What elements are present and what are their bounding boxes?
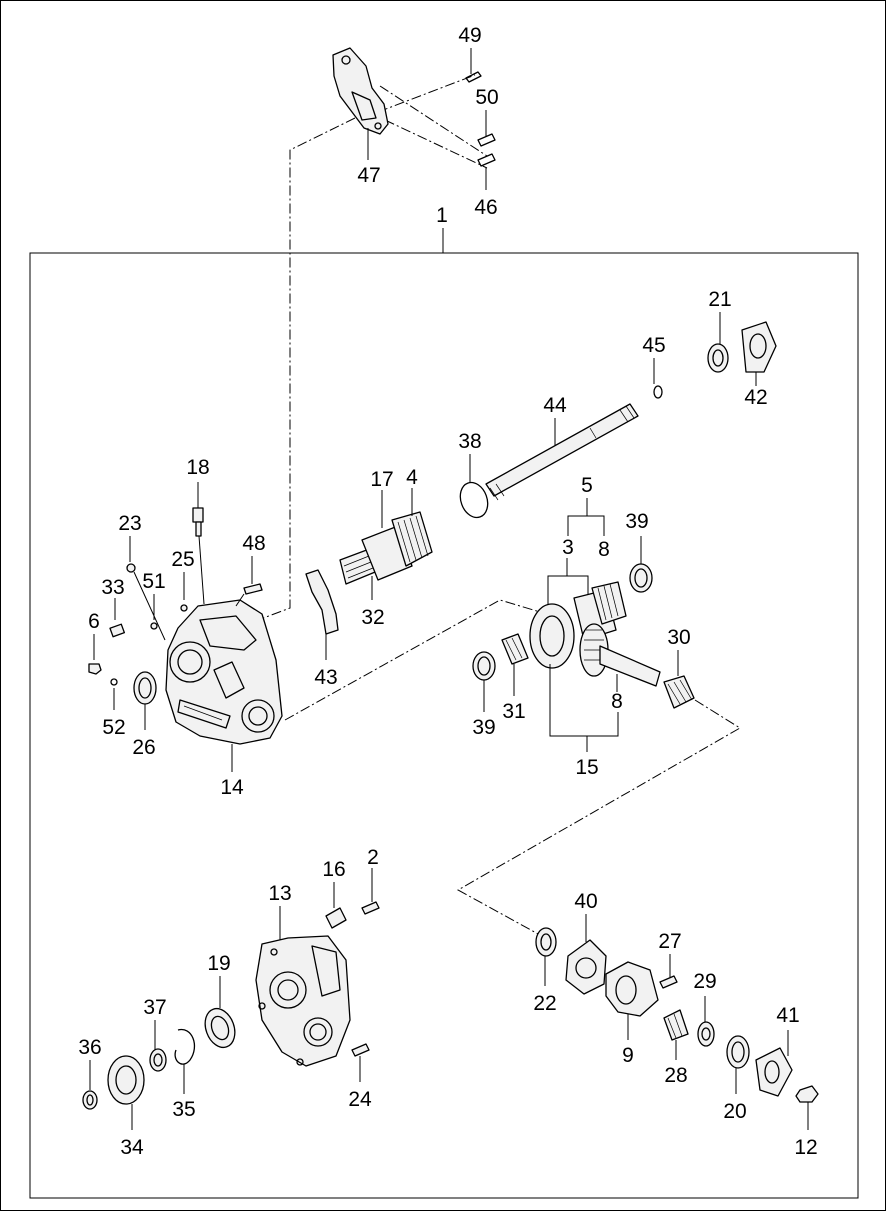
callout-17: 17 bbox=[370, 468, 393, 491]
flange-part-41 bbox=[755, 1030, 793, 1097]
callout-37: 37 bbox=[143, 996, 166, 1019]
callout-14: 14 bbox=[220, 776, 244, 799]
callout-49: 49 bbox=[458, 24, 481, 47]
bearing-race-part-39-right bbox=[629, 536, 653, 593]
callout-9: 9 bbox=[622, 1044, 634, 1067]
callout-27: 27 bbox=[658, 930, 681, 953]
callout-8-bottom: 8 bbox=[611, 690, 623, 713]
gasket-part-43 bbox=[305, 569, 339, 660]
callout-25: 25 bbox=[171, 548, 194, 571]
bearing-part-34 bbox=[107, 1055, 145, 1130]
callout-16: 16 bbox=[322, 858, 345, 881]
callout-41: 41 bbox=[776, 1004, 799, 1027]
o-ring-part-38 bbox=[459, 454, 489, 519]
gasket-part-40 bbox=[565, 914, 607, 995]
input-shaft-parts-17-4-32 bbox=[339, 488, 433, 600]
snap-ring-part-35 bbox=[174, 1028, 195, 1094]
callout-51: 51 bbox=[142, 570, 165, 593]
ring-part-22 bbox=[535, 927, 557, 986]
callout-3: 3 bbox=[562, 536, 574, 559]
group-brackets-5-3-8 bbox=[547, 498, 605, 604]
callout-19: 19 bbox=[207, 952, 230, 975]
callout-29: 29 bbox=[693, 970, 716, 993]
callout-12: 12 bbox=[794, 1136, 817, 1159]
callout-32: 32 bbox=[361, 606, 384, 629]
callout-38: 38 bbox=[458, 430, 481, 453]
callout-48: 48 bbox=[242, 532, 265, 555]
front-case-part-14 bbox=[165, 599, 283, 772]
callout-30: 30 bbox=[667, 626, 690, 649]
callout-39-left: 39 bbox=[472, 716, 495, 739]
seal-part-29 bbox=[697, 996, 715, 1047]
callout-36: 36 bbox=[78, 1036, 101, 1059]
callout-22: 22 bbox=[533, 992, 556, 1015]
callout-18: 18 bbox=[186, 456, 209, 479]
callout-8-top: 8 bbox=[598, 538, 610, 561]
callout-33: 33 bbox=[101, 576, 124, 599]
callout-15: 15 bbox=[575, 756, 598, 779]
callout-34: 34 bbox=[120, 1136, 144, 1159]
callout-4: 4 bbox=[406, 466, 418, 489]
callout-6: 6 bbox=[88, 610, 100, 633]
callout-40: 40 bbox=[574, 890, 597, 913]
callout-43: 43 bbox=[314, 666, 337, 689]
bolts-49-50-46 bbox=[465, 48, 496, 190]
bearing-part-31 bbox=[501, 633, 529, 696]
bracket-part-47 bbox=[332, 47, 389, 160]
seal-flange-parts-21-42 bbox=[707, 312, 777, 386]
snap-ring-part-45 bbox=[653, 358, 663, 399]
callout-35: 35 bbox=[172, 1098, 195, 1121]
callout-46: 46 bbox=[474, 196, 497, 219]
rear-case-part-13 bbox=[255, 906, 351, 1067]
bushing-part-28 bbox=[663, 1009, 689, 1060]
callout-39-right: 39 bbox=[625, 510, 648, 533]
bolt-part-27 bbox=[659, 954, 678, 989]
callout-28: 28 bbox=[664, 1064, 687, 1087]
breather-part-18 bbox=[192, 482, 205, 605]
callout-5: 5 bbox=[581, 474, 593, 497]
seal-part-36 bbox=[82, 1060, 98, 1110]
callout-13: 13 bbox=[268, 882, 291, 905]
callout-20: 20 bbox=[723, 1100, 746, 1123]
callout-31: 31 bbox=[502, 700, 525, 723]
callout-26: 26 bbox=[132, 736, 155, 759]
output-shaft-part-8 bbox=[579, 623, 661, 692]
bolt-part-24 bbox=[351, 1043, 370, 1082]
callout-numbers: 49 50 47 46 1 21 45 42 44 38 18 17 4 5 2… bbox=[78, 24, 817, 1159]
bearing-part-30 bbox=[663, 650, 695, 709]
nut-part-12 bbox=[795, 1085, 819, 1130]
callout-52: 52 bbox=[102, 716, 125, 739]
callout-45: 45 bbox=[642, 334, 665, 357]
callout-23: 23 bbox=[118, 512, 141, 535]
callout-24: 24 bbox=[348, 1088, 372, 1111]
sleeve-part-37 bbox=[149, 1020, 167, 1072]
bracket-15 bbox=[549, 664, 619, 737]
callout-21: 21 bbox=[708, 288, 731, 311]
callout-50: 50 bbox=[475, 86, 498, 109]
gear-set-part-3 bbox=[529, 581, 627, 669]
seal-part-19 bbox=[204, 976, 236, 1049]
seal-part-20 bbox=[726, 1035, 750, 1094]
callout-44: 44 bbox=[543, 394, 567, 417]
callout-42: 42 bbox=[744, 386, 767, 409]
extension-housing-part-9 bbox=[605, 961, 659, 1040]
small-parts-left bbox=[88, 536, 263, 730]
assembly-frame bbox=[29, 252, 859, 1199]
callout-2: 2 bbox=[367, 846, 379, 869]
callout-1: 1 bbox=[436, 204, 448, 227]
callout-47: 47 bbox=[357, 164, 380, 187]
shaft-part-44 bbox=[485, 403, 639, 501]
alignment-lines bbox=[257, 74, 741, 936]
plate-bolt-parts-16-2 bbox=[325, 868, 380, 929]
bearing-race-part-39-left bbox=[472, 651, 496, 712]
